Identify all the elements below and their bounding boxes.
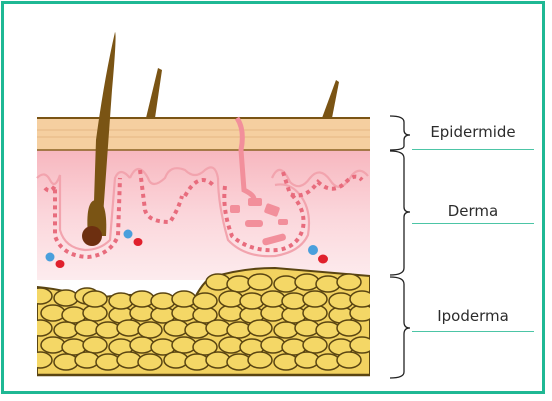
fat-cell — [83, 291, 107, 307]
fat-cell — [130, 337, 154, 353]
fat-cell — [316, 322, 340, 338]
fat-cell — [261, 291, 285, 307]
fat-cell — [206, 274, 230, 290]
fat-cell — [164, 352, 188, 368]
fat-cell — [337, 352, 361, 368]
fat-cell — [117, 352, 141, 368]
fat-cell — [219, 291, 243, 307]
fat-cell — [248, 320, 272, 336]
fat-cell — [303, 337, 327, 353]
fat-cell — [109, 293, 133, 309]
fat-cell — [28, 352, 52, 368]
fat-cell — [138, 322, 162, 338]
fat-cell — [193, 293, 217, 309]
fat-cell — [54, 354, 78, 370]
fat-cell — [274, 322, 298, 338]
epidermis-layer — [37, 118, 370, 150]
fat-cell — [185, 354, 209, 370]
fat-cell — [96, 354, 120, 370]
fat-cell — [227, 354, 251, 370]
fat-cell — [295, 320, 319, 336]
fat-cell — [151, 293, 175, 309]
fat-cell — [206, 320, 230, 336]
fat-cell — [248, 274, 272, 290]
fat-cell — [172, 291, 196, 307]
fat-cell — [240, 293, 264, 309]
fat-cell — [138, 354, 162, 370]
layer-brackets — [390, 116, 410, 378]
fat-cell — [28, 320, 52, 336]
hypodermis-layer — [28, 268, 374, 376]
fat-cell — [261, 337, 285, 353]
fat-cell — [282, 293, 306, 309]
fat-cell — [41, 305, 65, 321]
fat-cell — [164, 320, 188, 336]
fat-cell — [274, 276, 298, 292]
fat-cell — [130, 291, 154, 307]
fat-cell — [295, 352, 319, 368]
label-epidermide: Epidermide — [412, 123, 534, 141]
fat-cell — [295, 274, 319, 290]
fat-cell — [172, 337, 196, 353]
fat-cell — [185, 322, 209, 338]
fat-cell — [75, 352, 99, 368]
fat-cell — [337, 274, 361, 290]
fat-cell — [350, 337, 374, 353]
fat-cell — [337, 320, 361, 336]
fat-cell — [316, 354, 340, 370]
fat-cell — [54, 322, 78, 338]
label-ipoderma-line — [412, 331, 534, 332]
label-derma-line — [412, 223, 534, 224]
fat-cell — [316, 276, 340, 292]
label-ipoderma: Ipoderma — [412, 307, 534, 325]
fat-cell — [28, 288, 52, 304]
fat-cell — [303, 291, 327, 307]
label-epidermide-line — [412, 149, 534, 150]
fat-cell — [219, 337, 243, 353]
fat-cell — [117, 320, 141, 336]
fat-cell — [227, 322, 251, 338]
label-derma: Derma — [412, 202, 534, 220]
fat-cell — [227, 276, 251, 292]
fat-cell — [329, 293, 353, 309]
fat-cell — [350, 291, 374, 307]
fat-cell — [54, 290, 78, 306]
fat-cell — [206, 352, 230, 368]
fat-cell — [75, 320, 99, 336]
fat-cell — [41, 337, 65, 353]
fat-cell — [248, 352, 272, 368]
fat-cell — [96, 322, 120, 338]
fat-cell — [274, 354, 298, 370]
fat-cell — [83, 337, 107, 353]
